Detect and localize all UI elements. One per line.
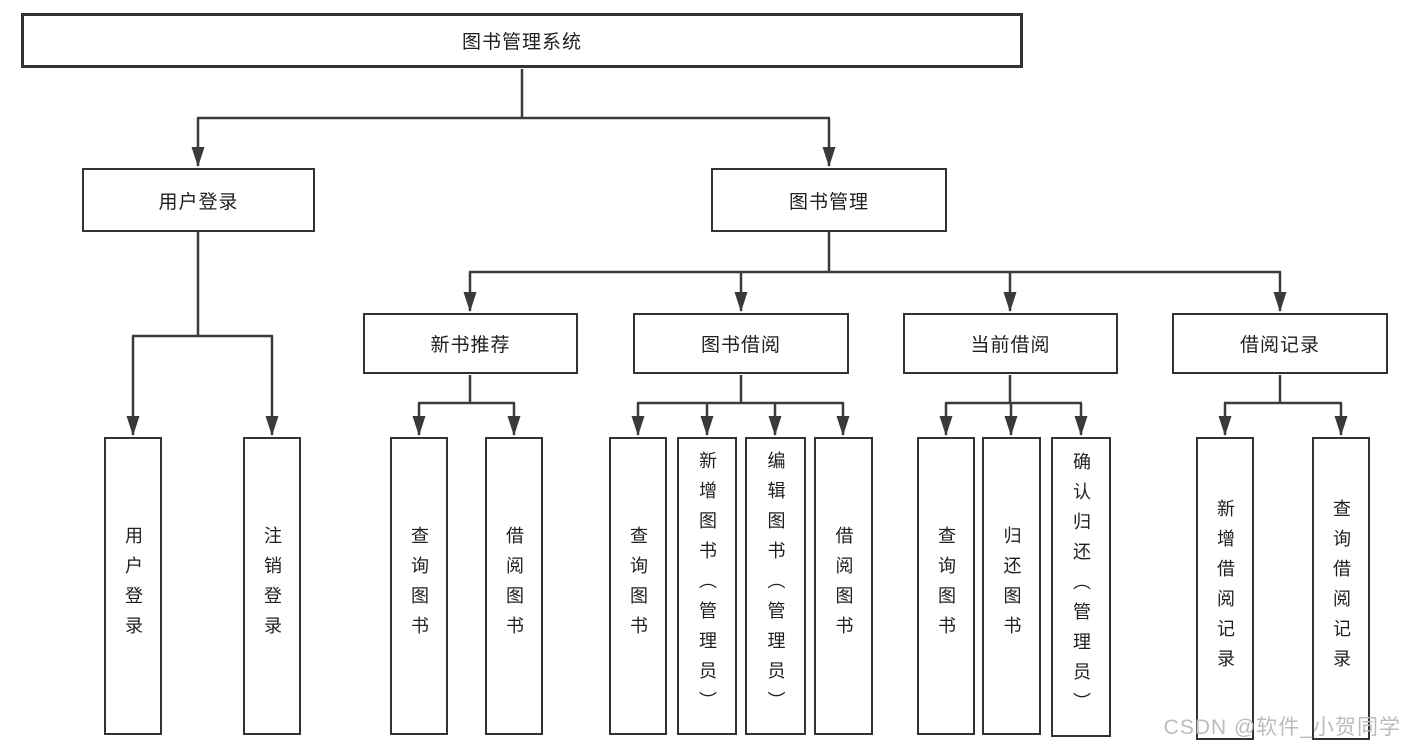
leaf-label: 新增图书（管理员） [697,451,717,721]
leaf-logout: 注销登录 [243,437,301,735]
node-user-login: 用户登录 [82,168,315,232]
node-root-system: 图书管理系统 [21,13,1023,68]
leaf-label: 借阅图书 [504,526,524,646]
node-borrowing-records: 借阅记录 [1172,313,1388,374]
leaf-add-borrow-record: 新增借阅记录 [1196,437,1254,740]
csdn-watermark: CSDN @软件_小贺同学 [1163,716,1401,739]
node-current-borrowing: 当前借阅 [903,313,1118,374]
leaf-label: 借阅图书 [833,526,854,646]
leaf-add-books-admin: 新增图书（管理员） [677,437,737,735]
leaf-borrow-books-borrowing: 借阅图书 [814,437,873,735]
leaf-label: 查询图书 [628,526,648,646]
leaf-confirm-return-admin: 确认归还（管理员） [1051,437,1111,737]
leaf-label: 查询图书 [936,526,956,646]
leaf-query-borrow-record: 查询借阅记录 [1312,437,1370,740]
node-book-management: 图书管理 [711,168,947,232]
leaf-user-login: 用户登录 [104,437,162,735]
leaf-label: 新增借阅记录 [1215,498,1235,679]
leaf-borrow-books-recommend: 借阅图书 [485,437,543,735]
leaf-label: 查询图书 [409,526,429,646]
leaf-query-books-recommend: 查询图书 [390,437,448,735]
leaf-return-books: 归还图书 [982,437,1041,735]
leaf-query-books-current: 查询图书 [917,437,975,735]
leaf-query-books-borrowing: 查询图书 [609,437,667,735]
leaf-label: 用户登录 [123,526,143,646]
leaf-label: 确认归还（管理员） [1071,452,1091,722]
leaf-label: 查询借阅记录 [1331,498,1351,679]
node-book-borrowing: 图书借阅 [633,313,849,374]
leaf-label: 归还图书 [1001,526,1022,646]
leaf-edit-books-admin: 编辑图书（管理员） [745,437,806,735]
node-new-book-recommend: 新书推荐 [363,313,578,374]
leaf-label: 注销登录 [262,526,282,646]
leaf-label: 编辑图书（管理员） [765,451,786,721]
